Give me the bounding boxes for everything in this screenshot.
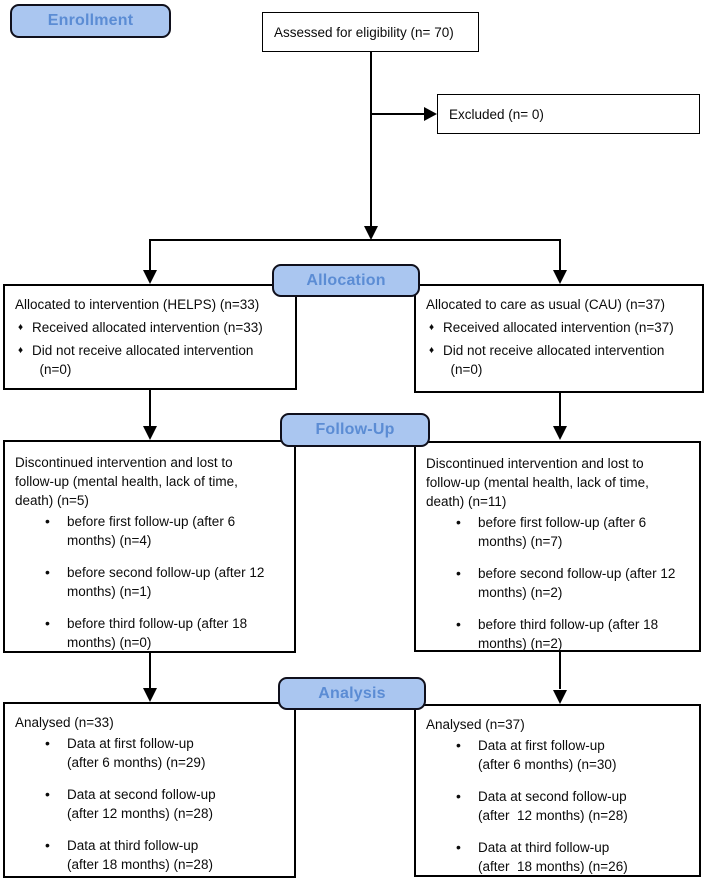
analysis-intervention-title: Analysed (n=33) <box>15 715 114 730</box>
arrowhead-down-icon <box>553 426 567 440</box>
bullet-text: Data at second follow-up (after 12 month… <box>67 787 216 821</box>
allocation-care-as-usual-title: Allocated to care as usual (CAU) (n=37) <box>426 297 665 312</box>
round-bullet-icon: • <box>456 616 461 632</box>
bullet-text: Data at first follow-up (after 6 months)… <box>478 738 617 772</box>
bullet-item: • before second follow-up (after 12 mont… <box>426 564 691 602</box>
bullet-text: before first follow-up (after 6 months) … <box>478 515 647 549</box>
stage-label-analysis: Analysis <box>278 677 426 710</box>
bullet-item: • before first follow-up (after 6 months… <box>426 513 691 551</box>
diamond-bullet-icon: ♦ <box>429 322 435 333</box>
excluded-box: Excluded (n= 0) <box>437 94 700 134</box>
connector-excluded-line <box>371 113 424 115</box>
bullet-text: before second follow-up (after 12 months… <box>67 565 265 599</box>
followup-care-as-usual-title: Discontinued intervention and lost to fo… <box>426 456 649 509</box>
round-bullet-icon: • <box>45 615 50 631</box>
bullet-text: Data at second follow-up (after 12 month… <box>478 789 628 823</box>
excluded-text: Excluded (n= 0) <box>449 106 544 122</box>
round-bullet-icon: • <box>456 565 461 581</box>
bullet-item: • Data at first follow-up (after 6 month… <box>15 734 286 772</box>
bullet-text: Data at third follow-up (after 18 months… <box>67 838 213 872</box>
arrowhead-down-icon <box>143 688 157 702</box>
bullet-item: ♦ Received allocated intervention (n=37) <box>426 318 694 337</box>
diamond-bullet-icon: ♦ <box>18 322 24 333</box>
assessed-eligibility-box: Assessed for eligibility (n= 70) <box>262 12 479 52</box>
bullet-text: Data at third follow-up (after 18 months… <box>478 840 628 874</box>
round-bullet-icon: • <box>45 513 50 529</box>
round-bullet-icon: • <box>456 839 461 855</box>
round-bullet-icon: • <box>456 514 461 530</box>
bullet-item: • before third follow-up (after 18 month… <box>15 614 286 652</box>
round-bullet-icon: • <box>45 564 50 580</box>
bullet-item: ♦ Did not receive allocated intervention… <box>426 341 694 379</box>
followup-intervention-box: Discontinued intervention and lost to fo… <box>3 440 296 653</box>
stage-label-allocation: Allocation <box>272 264 420 297</box>
analysis-care-as-usual-title: Analysed (n=37) <box>426 717 525 732</box>
connector-right-analysis-line <box>559 652 561 689</box>
connector-left-followup-line <box>149 389 151 426</box>
connector-left-alloc-line <box>149 239 151 270</box>
bullet-item: • before second follow-up (after 12 mont… <box>15 563 286 601</box>
round-bullet-icon: • <box>45 786 50 802</box>
bullet-item: • before first follow-up (after 6 months… <box>15 512 286 550</box>
followup-intervention-title: Discontinued intervention and lost to fo… <box>15 455 238 508</box>
assessed-eligibility-text: Assessed for eligibility (n= 70) <box>274 24 454 40</box>
bullet-item: • Data at second follow-up (after 12 mon… <box>426 787 691 825</box>
bullet-text: Data at first follow-up (after 6 months)… <box>67 736 206 770</box>
round-bullet-icon: • <box>45 837 50 853</box>
bullet-item: • Data at first follow-up (after 6 month… <box>426 736 691 774</box>
round-bullet-icon: • <box>456 788 461 804</box>
bullet-text: Received allocated intervention (n=33) <box>32 320 263 335</box>
bullet-text: before first follow-up (after 6 months) … <box>67 514 236 548</box>
bullet-text: before third follow-up (after 18 months)… <box>478 617 659 651</box>
bullet-item: • Data at third follow-up (after 18 mont… <box>426 838 691 876</box>
allocation-intervention-box: Allocated to intervention (HELPS) (n=33)… <box>3 284 297 390</box>
arrowhead-down-icon <box>143 270 157 284</box>
bullet-item: ♦ Did not receive allocated intervention… <box>15 341 287 379</box>
analysis-intervention-box: Analysed (n=33) • Data at first follow-u… <box>3 702 296 878</box>
connector-right-followup-line <box>559 390 561 426</box>
bullet-item: • Data at second follow-up (after 12 mon… <box>15 785 286 823</box>
arrowhead-down-icon <box>364 226 378 240</box>
bullet-item: • Data at third follow-up (after 18 mont… <box>15 836 286 874</box>
connector-left-analysis-line <box>149 653 151 688</box>
arrowhead-down-icon <box>143 426 157 440</box>
connector-split-line <box>149 239 561 241</box>
diamond-bullet-icon: ♦ <box>18 345 24 356</box>
stage-label-followup: Follow-Up <box>280 413 430 447</box>
arrowhead-down-icon <box>553 270 567 284</box>
allocation-care-as-usual-box: Allocated to care as usual (CAU) (n=37) … <box>414 284 704 393</box>
bullet-text: Did not receive allocated intervention (… <box>443 343 665 377</box>
bullet-item: • before third follow-up (after 18 month… <box>426 615 691 653</box>
connector-right-alloc-line <box>559 239 561 270</box>
round-bullet-icon: • <box>456 737 461 753</box>
connector-assessed-down-line <box>370 52 372 227</box>
bullet-text: before third follow-up (after 18 months)… <box>67 616 248 650</box>
analysis-care-as-usual-box: Analysed (n=37) • Data at first follow-u… <box>414 704 701 877</box>
round-bullet-icon: • <box>45 735 50 751</box>
diamond-bullet-icon: ♦ <box>429 345 435 356</box>
allocation-intervention-title: Allocated to intervention (HELPS) (n=33) <box>15 297 260 312</box>
arrowhead-right-icon <box>424 107 437 121</box>
stage-label-enrollment: Enrollment <box>10 4 171 38</box>
bullet-text: before second follow-up (after 12 months… <box>478 566 676 600</box>
followup-care-as-usual-box: Discontinued intervention and lost to fo… <box>414 441 701 652</box>
arrowhead-down-icon <box>553 690 567 704</box>
bullet-item: ♦ Received allocated intervention (n=33) <box>15 318 287 337</box>
bullet-text: Did not receive allocated intervention (… <box>32 343 254 377</box>
bullet-text: Received allocated intervention (n=37) <box>443 320 674 335</box>
